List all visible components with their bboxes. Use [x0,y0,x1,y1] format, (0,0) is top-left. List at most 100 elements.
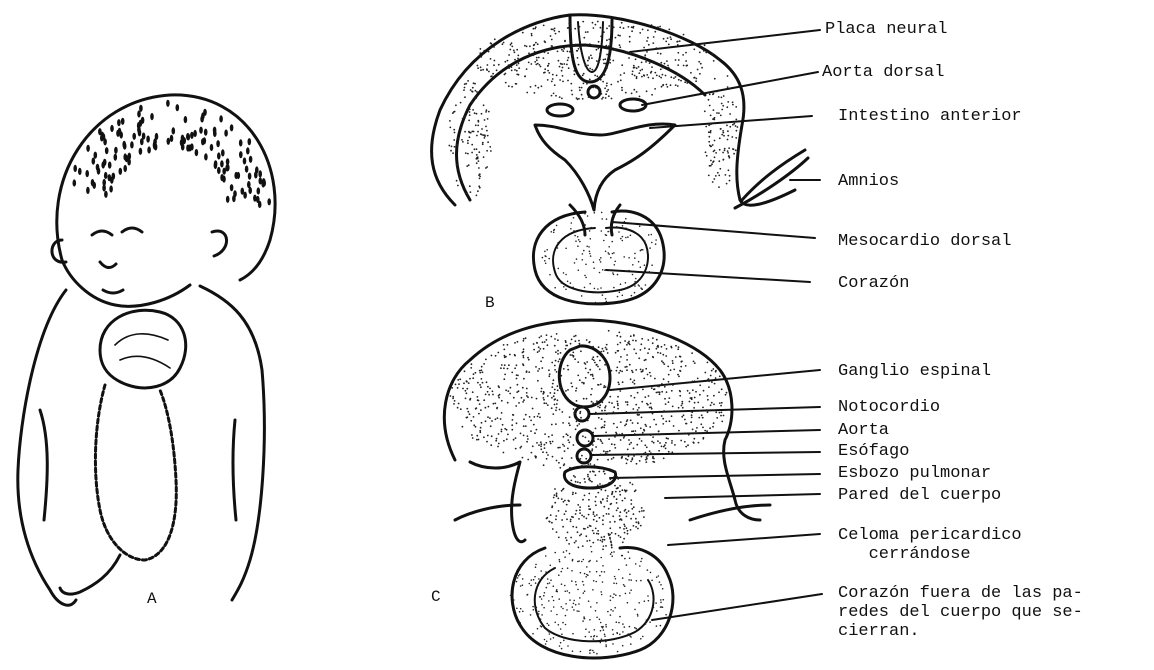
stipple-dot [619,342,621,344]
stipple-dot [636,67,638,69]
stipple-dot [638,407,640,409]
stipple-dot [593,519,595,521]
stipple-dot [721,402,723,404]
stipple-dot [567,365,569,367]
section-b-amnion [742,150,805,200]
stipple-dot [610,553,612,555]
stipple-dot [619,35,621,37]
stipple-dot [600,287,602,289]
stipple-dot [729,175,731,177]
stipple-dot [621,22,623,24]
stipple-dot [695,78,697,80]
stipple-dot [476,113,478,115]
hair-dot [108,162,112,169]
stipple-dot [610,84,612,86]
stipple-dot [590,238,592,240]
stipple-dot [559,79,561,81]
stipple-dot [665,403,667,405]
stipple-dot [689,392,691,394]
stipple-dot [690,421,692,423]
stipple-dot [618,622,620,624]
stipple-dot [695,430,697,432]
stipple-dot [664,444,666,446]
stipple-dot [634,397,636,399]
stipple-dot [452,396,454,398]
stipple-dot [594,515,596,517]
stipple-dot [566,433,568,435]
stipple-dot [526,388,528,390]
stipple-dot [673,425,675,427]
stipple-dot [572,559,574,561]
stipple-dot [608,246,610,248]
stipple-dot [591,401,593,403]
stipple-dot [527,435,529,437]
stipple-dot [668,397,670,399]
stipple-dot [590,463,592,465]
hair-dot [210,144,214,151]
stipple-dot [630,335,632,337]
label-placa-neural: Placa neural [825,20,947,39]
stipple-dot [577,57,579,59]
stipple-dot [642,636,644,638]
stipple-dot [586,246,588,248]
stipple-dot [572,606,574,608]
stipple-dot [694,402,696,404]
stipple-dot [645,368,647,370]
stipple-dot [607,352,609,354]
stipple-dot [625,218,627,220]
stipple-dot [615,578,617,580]
stipple-dot [570,519,572,521]
stipple-dot [600,439,602,441]
stipple-dot [553,232,555,234]
hair-dot [141,117,145,124]
hair-dot [150,113,154,120]
stipple-dot [552,441,554,443]
stipple-dot [634,433,636,435]
stipple-dot [639,96,641,98]
stipple-dot [568,442,570,444]
stipple-dot [713,93,715,95]
stipple-dot [672,362,674,364]
stipple-dot [592,402,594,404]
stipple-dot [579,343,581,345]
stipple-dot [718,160,720,162]
stipple-dot [569,599,571,601]
stipple-dot [553,379,555,381]
stipple-dot [461,127,463,129]
stipple-dot [600,489,602,491]
stipple-dot [713,109,715,111]
hair-dot [137,122,141,129]
stipple-dot [597,459,599,461]
stipple-dot [628,551,630,553]
stipple-dot [450,395,452,397]
stipple-dot [600,27,602,29]
stipple-dot [482,134,484,136]
stipple-dot [507,368,509,370]
stipple-dot [589,525,591,527]
stipple-dot [462,388,464,390]
stipple-dot [487,141,489,143]
stipple-dot [573,70,575,72]
stipple-dot [721,109,723,111]
stipple-dot [733,123,735,125]
stipple-dot [546,458,548,460]
stipple-dot [650,375,652,377]
stipple-dot [588,342,590,344]
stipple-dot [588,631,590,633]
stipple-dot [490,76,492,78]
stipple-dot [692,429,694,431]
stipple-dot [653,458,655,460]
stipple-dot [677,348,679,350]
stipple-dot [679,40,681,42]
stipple-dot [587,65,589,67]
stipple-dot [647,595,649,597]
stipple-dot [605,97,607,99]
stipple-dot [617,81,619,83]
stipple-dot [647,404,649,406]
stipple-dot [584,573,586,575]
stipple-dot [670,33,672,35]
stipple-dot [613,551,615,553]
stipple-dot [483,104,485,106]
stipple-dot [686,65,688,67]
stipple-dot [535,85,537,87]
